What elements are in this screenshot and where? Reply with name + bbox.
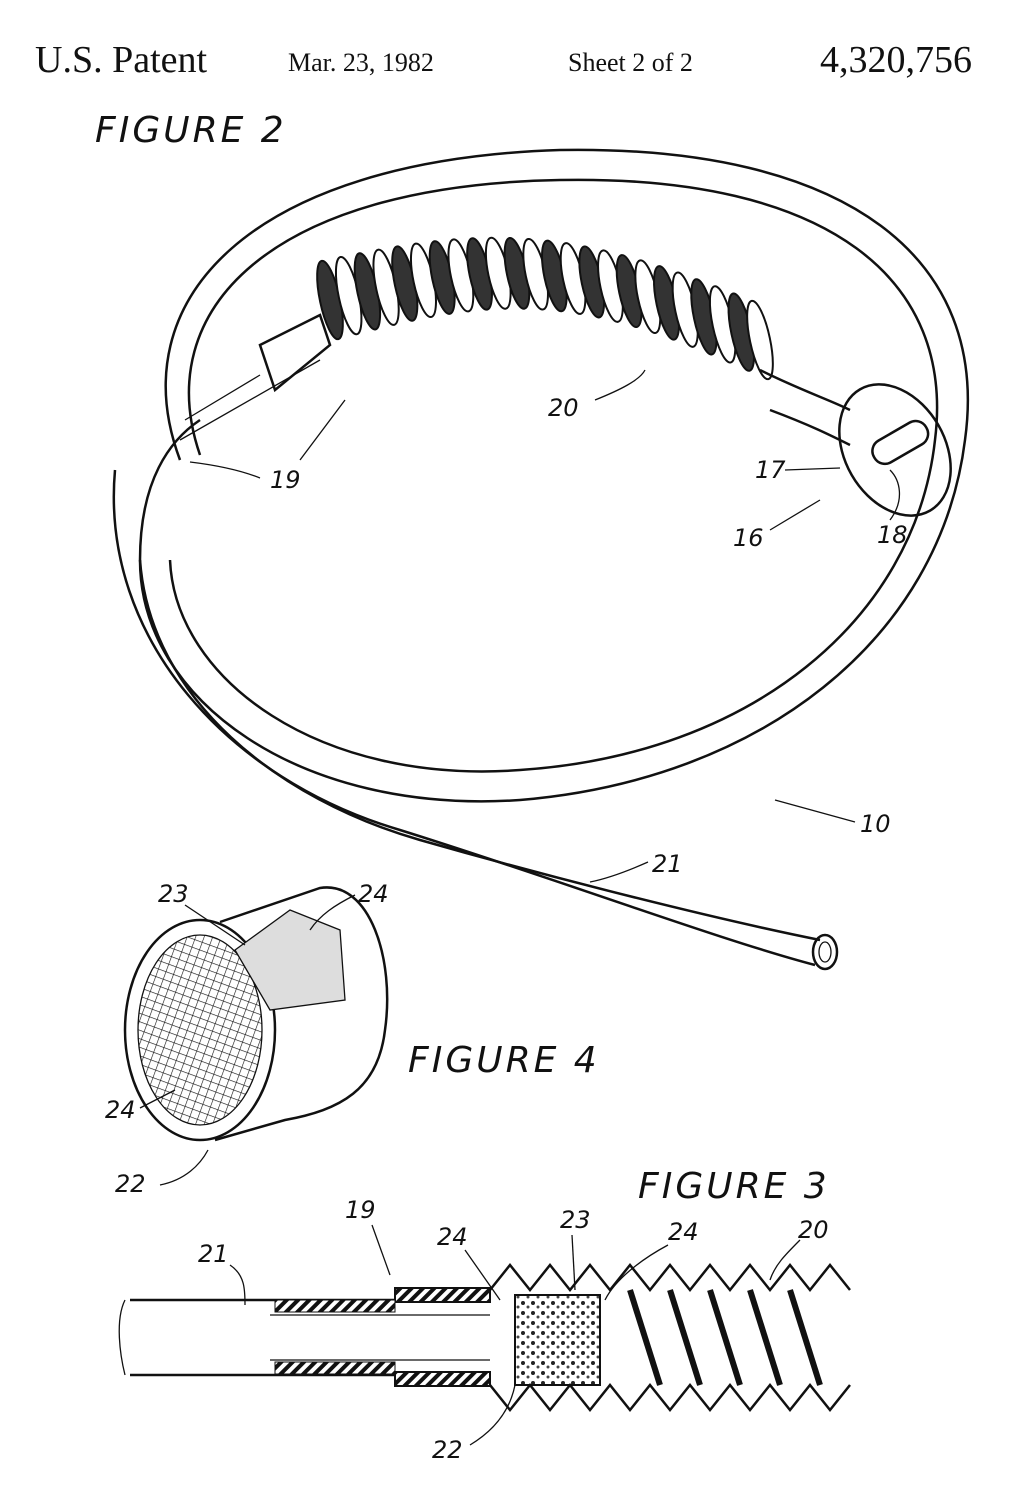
bellows-section [258, 236, 952, 517]
ref-24-bottom: 24 [105, 1096, 136, 1124]
sheet-number: Sheet 2 of 2 [568, 48, 693, 77]
figure-4: FIGURE 4 23 24 24 22 [105, 880, 600, 1198]
patent-label: U.S. Patent [35, 39, 208, 81]
ref-24-left: 24 [437, 1223, 468, 1251]
ref-19: 19 [270, 466, 301, 494]
figure-4-title: FIGURE 4 [408, 1040, 600, 1081]
figure-2-title: FIGURE 2 [95, 110, 287, 151]
ref-21: 21 [198, 1240, 229, 1268]
filter-cartridge [123, 886, 389, 1142]
corrugation-shading [747, 1289, 783, 1386]
ref-23: 23 [158, 880, 189, 908]
ref-20: 20 [798, 1216, 829, 1244]
figure-2: FIGURE 2 20 19 17 16 18 10 [95, 110, 970, 971]
ref-17: 17 [755, 456, 786, 484]
ref-24-right: 24 [668, 1218, 699, 1246]
ref-24-top: 24 [358, 880, 389, 908]
ref-19: 19 [345, 1196, 376, 1224]
sectional-view [118, 1262, 851, 1413]
ref-18: 18 [877, 521, 908, 549]
corrugation-shading [627, 1289, 663, 1386]
figure-3-title: FIGURE 3 [638, 1166, 830, 1207]
bellows-ring [746, 299, 774, 381]
ref-20: 20 [548, 394, 579, 422]
patent-number: 4,320,756 [820, 39, 972, 81]
corrugation-shading [707, 1289, 743, 1386]
corrugation-shading [667, 1289, 703, 1386]
ref-22: 22 [432, 1436, 463, 1464]
ref-16: 16 [733, 524, 764, 552]
patent-date: Mar. 23, 1982 [288, 48, 434, 77]
figure-3: FIGURE 3 19 21 24 23 24 20 22 [118, 1166, 851, 1464]
ref-10: 10 [860, 810, 891, 838]
ref-23: 23 [560, 1206, 591, 1234]
ref-21: 21 [652, 850, 683, 878]
corrugation-shading [787, 1289, 823, 1386]
tube-loop [112, 148, 970, 971]
ref-22: 22 [115, 1170, 146, 1198]
